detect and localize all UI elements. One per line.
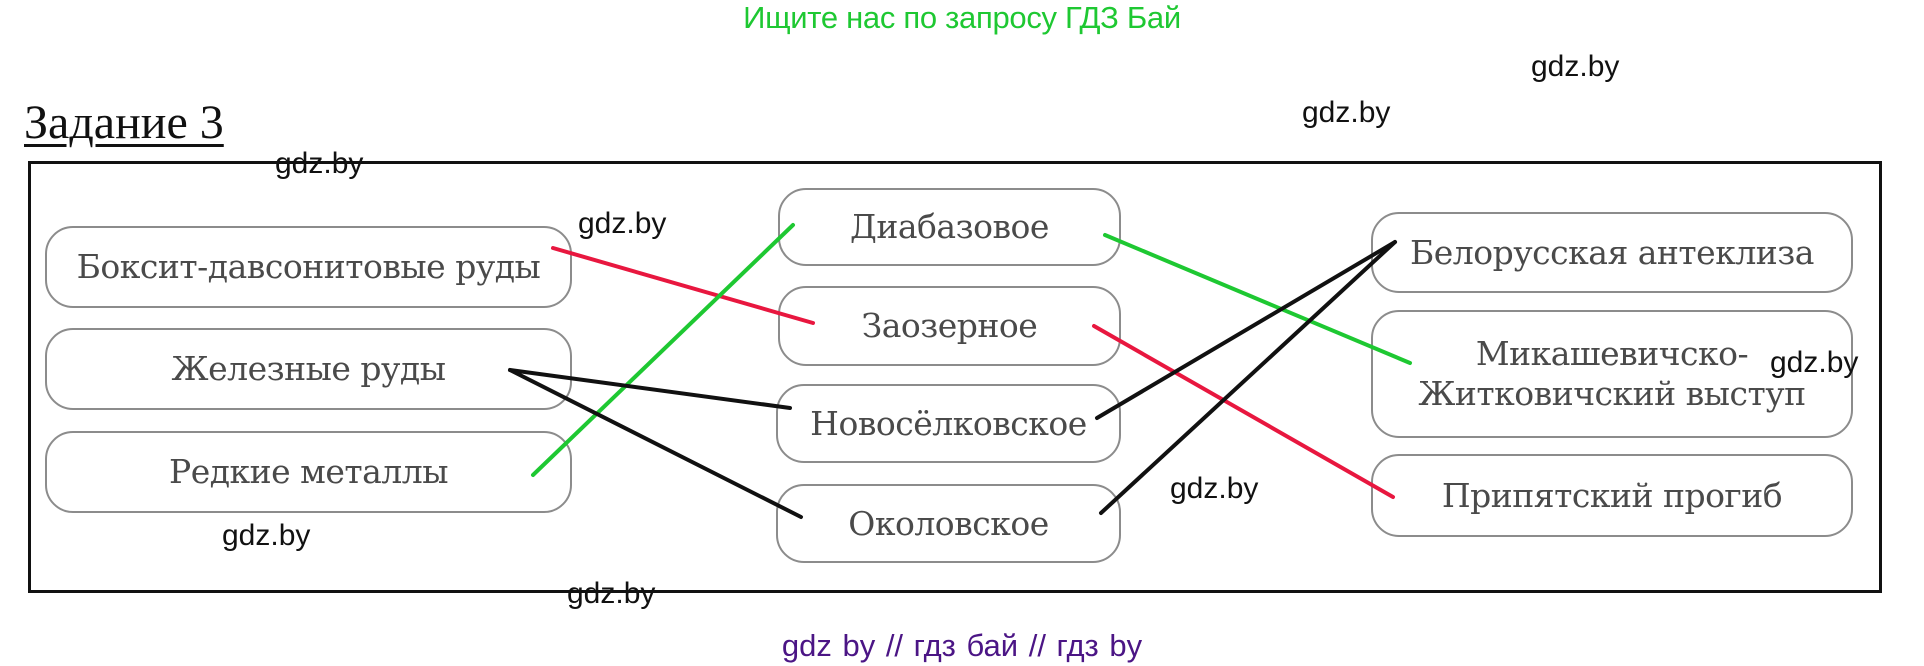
middle-item-label: Околовское [848, 503, 1049, 543]
middle-item-label: Диабазовое [850, 207, 1049, 246]
left-item-iron-ores: Железные руды [45, 328, 572, 410]
watermark: gdz.by [1770, 346, 1859, 379]
watermark: gdz.by [1170, 472, 1259, 505]
middle-item-label: Новосёлковское [810, 403, 1087, 443]
right-item-belarusian-anteclise: Белорусская антеклиза [1371, 212, 1853, 293]
right-item-mikashevichi-zhitkovichi-ledge: Микашевичско- Житковичский выступ [1371, 310, 1853, 438]
watermark: gdz.by [578, 207, 667, 240]
left-item-bauxite: Боксит-давсонитовые руды [45, 226, 572, 308]
promo-banner: Ищите нас по запросу ГДЗ Бай [743, 0, 1181, 35]
middle-item-zaozernoe: Заозерное [778, 286, 1121, 366]
watermark: gdz.by [1302, 96, 1391, 129]
middle-item-label: Заозерное [861, 306, 1038, 345]
task-title: Задание 3 [24, 96, 224, 149]
watermark: gdz.by [275, 147, 364, 180]
left-item-rare-metals: Редкие металлы [45, 431, 572, 513]
left-item-label: Железные руды [171, 349, 447, 388]
right-item-label: Припятский прогиб [1441, 475, 1783, 515]
right-item-label: Белорусская антеклиза [1410, 232, 1814, 272]
matching-exercise-frame [28, 161, 1882, 593]
left-item-label: Редкие металлы [168, 452, 449, 491]
watermark: gdz.by [222, 519, 311, 552]
middle-item-okolovskoe: Околовское [776, 484, 1121, 563]
footer-watermark: gdz by // гдз бай // гдз by [781, 628, 1143, 663]
right-item-label: Микашевичско- Житковичский выступ [1418, 334, 1806, 413]
left-item-label: Боксит-давсонитовые руды [76, 247, 541, 286]
watermark: gdz.by [567, 577, 656, 610]
middle-item-diabazovoe: Диабазовое [778, 188, 1121, 266]
right-item-pripyat-trough: Припятский прогиб [1371, 454, 1853, 537]
middle-item-novoselkovskoe: Новосёлковское [776, 384, 1121, 463]
watermark: gdz.by [1531, 50, 1620, 83]
